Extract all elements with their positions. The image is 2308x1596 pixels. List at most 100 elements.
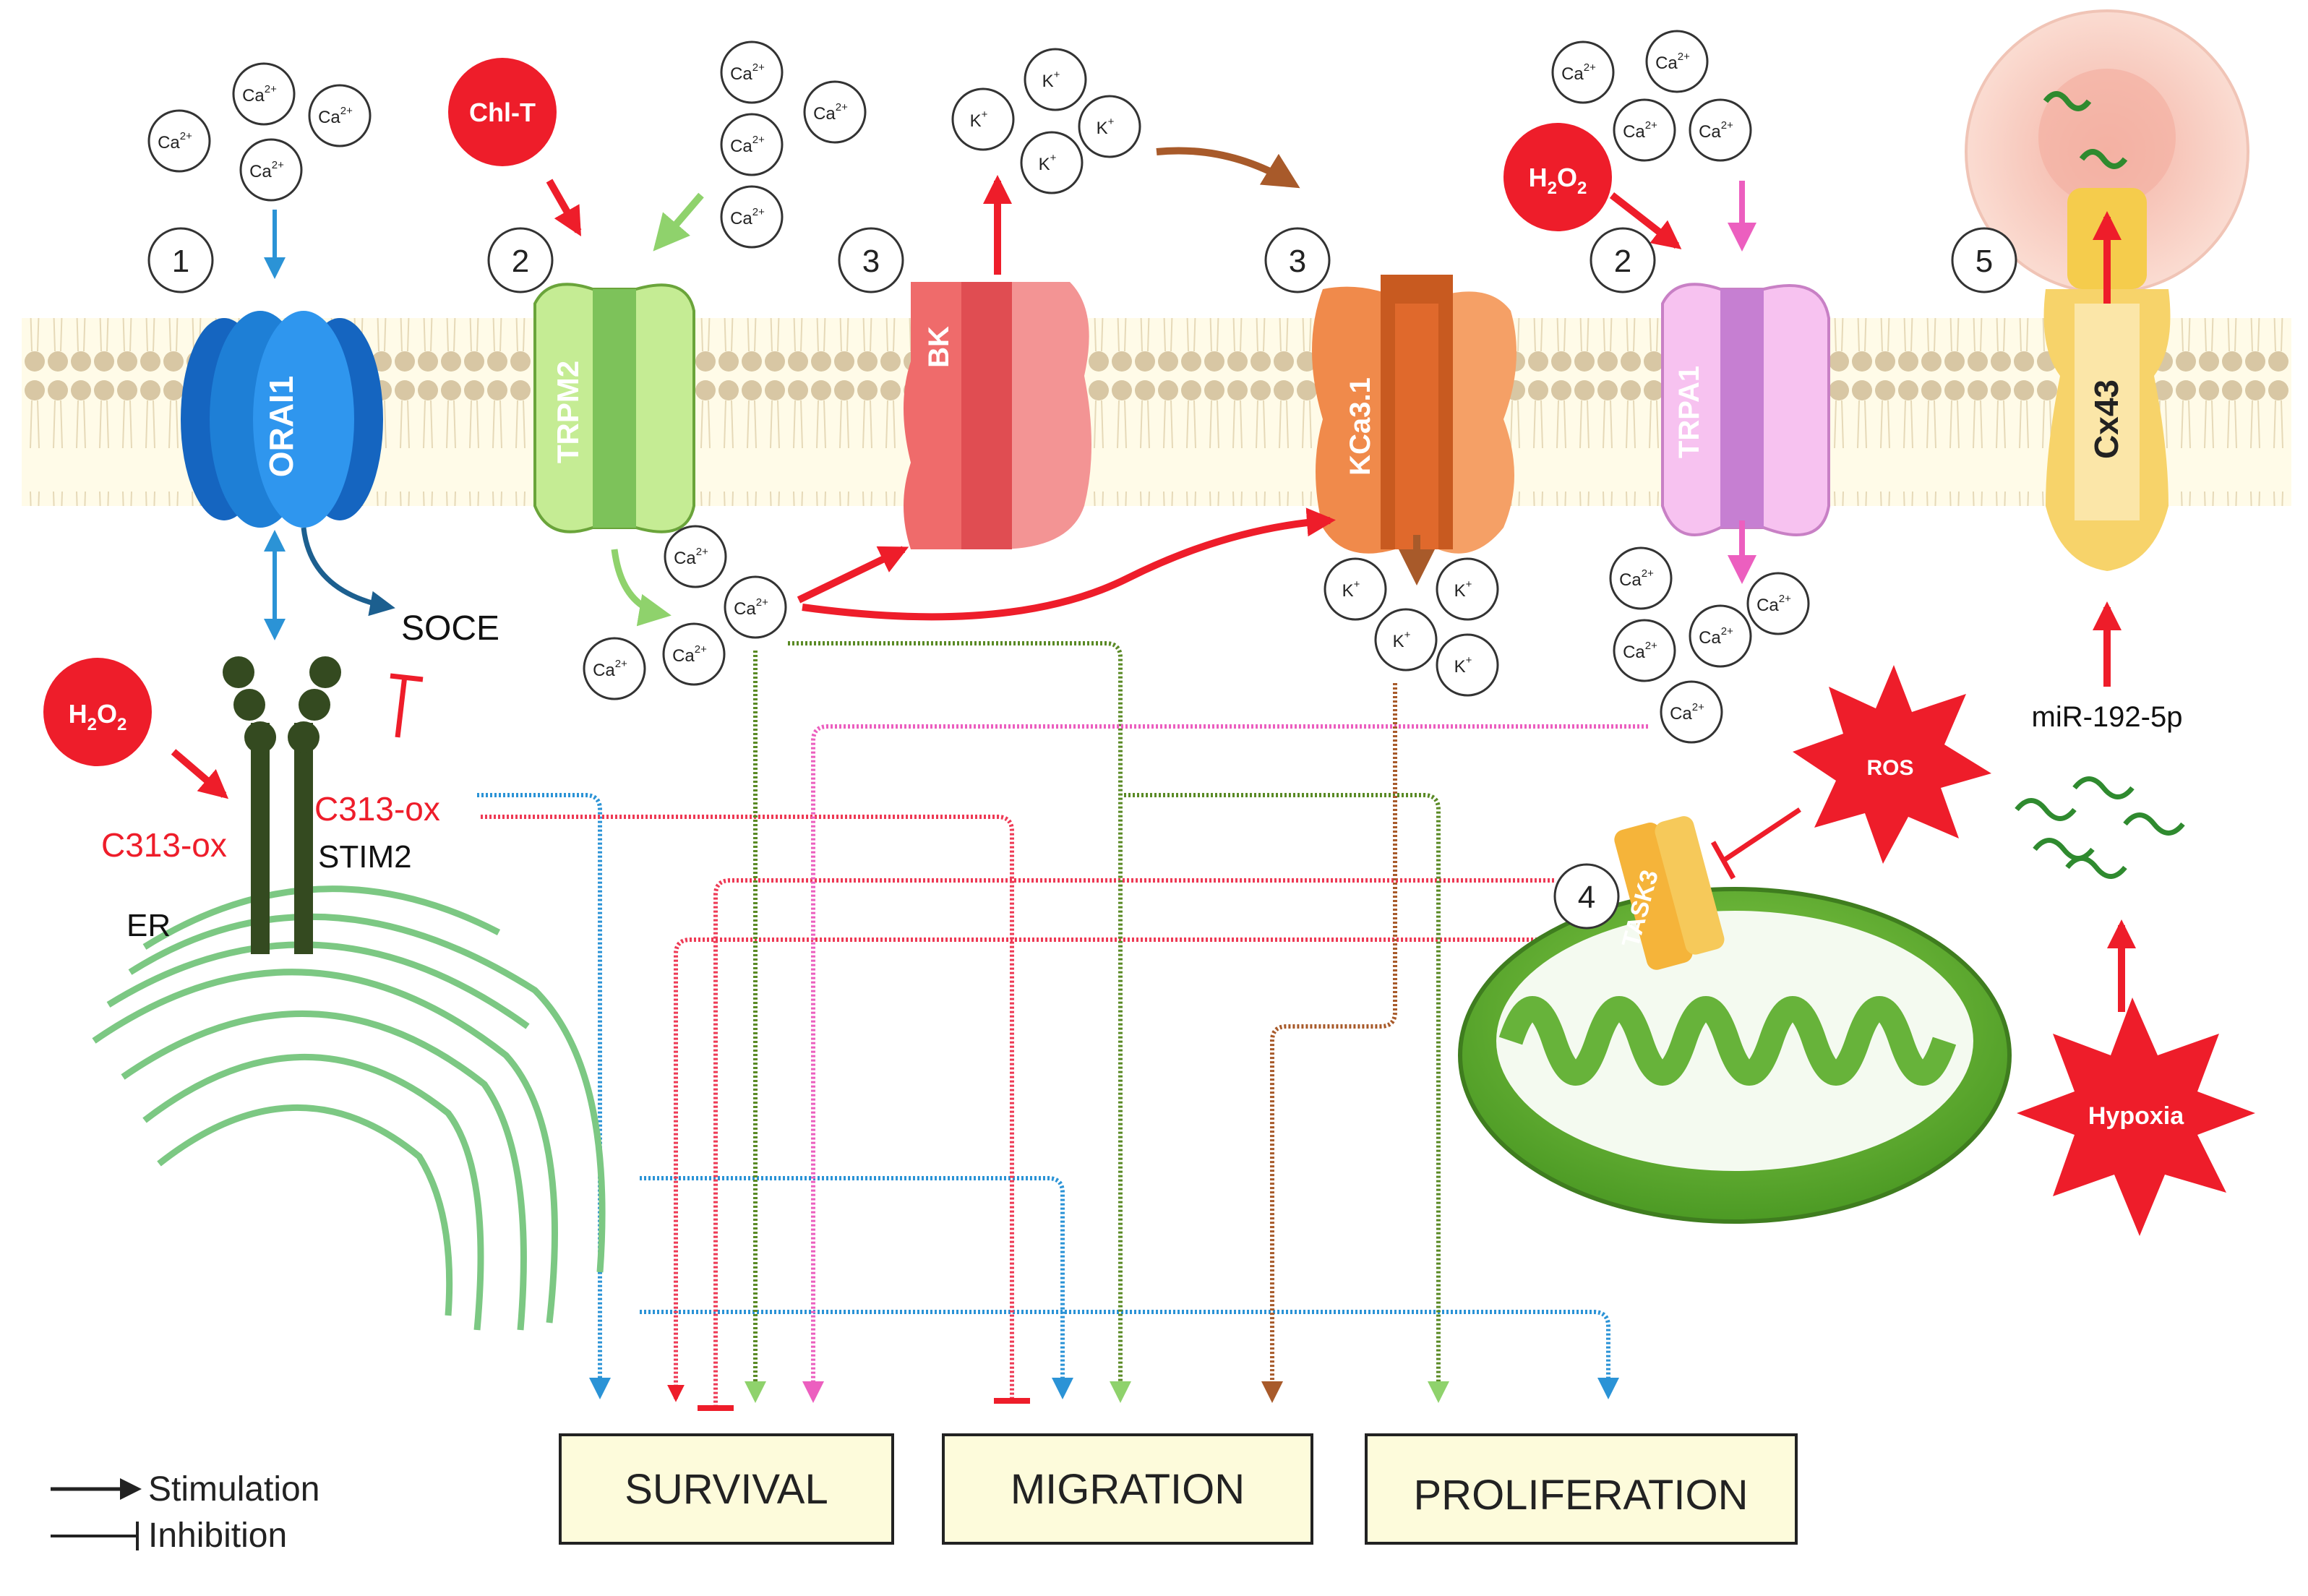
svg-text:Ca2+: Ca2+ xyxy=(158,130,192,153)
step-number-label-0: 1 xyxy=(172,244,189,279)
soce-arrow xyxy=(301,527,395,617)
k-ion-3: K+ xyxy=(1020,131,1084,194)
legend-inhibition-label: Inhibition xyxy=(148,1516,287,1555)
k-ion-7-charge: + xyxy=(1466,654,1472,666)
brown-path-migration xyxy=(1261,683,1397,1403)
mirna-strands xyxy=(2015,776,2185,879)
ca-ion-7: Ca2+ xyxy=(720,185,784,249)
ca-ion-11-charge: 2+ xyxy=(615,658,627,670)
ca-ion-15-symbol: Ca xyxy=(1699,122,1721,142)
step-number-4: 2 xyxy=(1590,227,1656,293)
ca-ion-13: Ca2+ xyxy=(1645,30,1709,93)
ca-ion-8-charge: 2+ xyxy=(696,546,708,558)
ca-ion-5-symbol: Ca xyxy=(813,104,836,124)
c313-right-label: C313-ox xyxy=(314,790,440,828)
h2o2-sub-2: 2 xyxy=(117,715,126,734)
ca-ion-5: Ca2+ xyxy=(803,80,867,144)
ca-ion-18-charge: 2+ xyxy=(1721,625,1733,638)
orai1-channel: ORAI1 xyxy=(181,311,383,528)
ca-ion-10-symbol: Ca xyxy=(672,646,695,666)
step-number-5: 5 xyxy=(1951,227,2017,293)
ca-ion-15: Ca2+ xyxy=(1689,98,1752,162)
ca-ion-12-symbol: Ca xyxy=(1561,64,1584,84)
ca-ion-3: Ca2+ xyxy=(239,138,303,202)
ca-ion-0: Ca2+ xyxy=(147,109,211,173)
k-ion-2: K+ xyxy=(1078,95,1141,158)
svg-text:Ca2+: Ca2+ xyxy=(730,61,765,84)
ca-ion-4: Ca2+ xyxy=(720,40,784,104)
svg-text:Ca2+: Ca2+ xyxy=(1670,701,1704,724)
ca-ion-1-charge: 2+ xyxy=(265,83,277,95)
svg-text:Ca2+: Ca2+ xyxy=(1619,567,1654,590)
cx43-exosome xyxy=(1965,9,2249,294)
stim2-label: STIM2 xyxy=(318,839,412,875)
svg-text:Ca2+: Ca2+ xyxy=(672,643,707,666)
svg-text:Ca2+: Ca2+ xyxy=(1655,51,1690,73)
step-number-1: 2 xyxy=(487,227,554,293)
orai1-label: ORAI1 xyxy=(262,376,300,478)
k-ion-2-symbol: K xyxy=(1097,119,1108,138)
ca-ion-14-symbol: Ca xyxy=(1623,122,1645,142)
step-number-label-5: 5 xyxy=(1975,244,1993,279)
k-ion-2-charge: + xyxy=(1108,116,1115,128)
ca-ion-14: Ca2+ xyxy=(1613,98,1676,162)
chl-t-label: Chl-T xyxy=(469,98,536,127)
svg-text:Ca2+: Ca2+ xyxy=(1699,625,1733,648)
cx43-label: Cx43 xyxy=(2088,379,2125,459)
ca-ion-10-charge: 2+ xyxy=(695,643,707,656)
ca-ion-5-charge: 2+ xyxy=(836,101,848,113)
k-ion-7-symbol: K xyxy=(1454,657,1466,677)
h2o2-trpa1-arrow xyxy=(1609,192,1682,249)
ca-ion-18: Ca2+ xyxy=(1689,604,1752,668)
ca-ion-6-symbol: Ca xyxy=(730,137,752,156)
svg-text:Ca2+: Ca2+ xyxy=(1561,61,1596,84)
ca-ion-2-charge: 2+ xyxy=(340,105,353,117)
step-number-6: 4 xyxy=(1553,863,1620,930)
h2o2-h: H xyxy=(69,699,87,729)
k-ion-0: K+ xyxy=(951,87,1015,151)
pink-path-survival xyxy=(802,724,1648,1403)
h2o2-sub-2-r: 2 xyxy=(1577,179,1587,198)
svg-text:Ca2+: Ca2+ xyxy=(249,159,284,181)
ca-ion-19: Ca2+ xyxy=(1746,572,1810,635)
svg-text:Ca2+: Ca2+ xyxy=(730,206,765,228)
svg-text:Ca2+: Ca2+ xyxy=(730,134,765,156)
ca-ion-6: Ca2+ xyxy=(720,113,784,176)
step-number-label-2: 3 xyxy=(862,244,880,279)
svg-text:K+: K+ xyxy=(1454,578,1472,601)
bk-channel: BK xyxy=(904,282,1091,549)
red-path-migration-inhibit xyxy=(481,815,1014,1399)
trpm2-channel: TRPM2 xyxy=(533,283,695,533)
blue-path-survival xyxy=(477,793,611,1399)
svg-text:Ca2+: Ca2+ xyxy=(1623,119,1657,142)
kca31-channel: KCa3.1 xyxy=(1312,275,1516,554)
k-ion-5-symbol: K xyxy=(1454,581,1466,601)
hypoxia-stimulus: Hypoxia xyxy=(2017,998,2255,1236)
blue-path-migration xyxy=(640,1176,1073,1399)
ca-ion-17-charge: 2+ xyxy=(1645,640,1657,652)
svg-text:K+: K+ xyxy=(970,108,988,131)
ca-ion-2: Ca2+ xyxy=(308,84,372,147)
svg-text:K+: K+ xyxy=(1393,629,1411,651)
svg-text:Ca2+: Ca2+ xyxy=(593,658,627,680)
ca-ion-13-symbol: Ca xyxy=(1655,53,1678,73)
ca-ion-16: Ca2+ xyxy=(1609,546,1673,610)
ca-ion-12: Ca2+ xyxy=(1551,40,1615,104)
pathway-lines xyxy=(477,641,1648,1411)
k-ion-4-charge: + xyxy=(1354,578,1360,591)
step-number-0: 1 xyxy=(147,227,214,293)
svg-text:Ca2+: Ca2+ xyxy=(318,105,353,127)
k-ion-7: K+ xyxy=(1436,633,1499,697)
svg-text:Ca2+: Ca2+ xyxy=(1623,640,1657,662)
trpa1-channel: TRPA1 xyxy=(1661,283,1830,536)
step-number-label-4: 2 xyxy=(1614,244,1631,279)
svg-text:Ca2+: Ca2+ xyxy=(674,546,708,568)
k-ion-0-symbol: K xyxy=(970,111,982,131)
k-ion-1-charge: + xyxy=(1054,69,1060,81)
svg-text:K+: K+ xyxy=(1042,69,1060,91)
outcome-proliferation: PROLIFERATION xyxy=(1365,1433,1798,1545)
ca-ion-16-symbol: Ca xyxy=(1619,570,1642,590)
legend-stimulation-label: Stimulation xyxy=(148,1470,319,1509)
ca-ion-10: Ca2+ xyxy=(662,622,726,686)
